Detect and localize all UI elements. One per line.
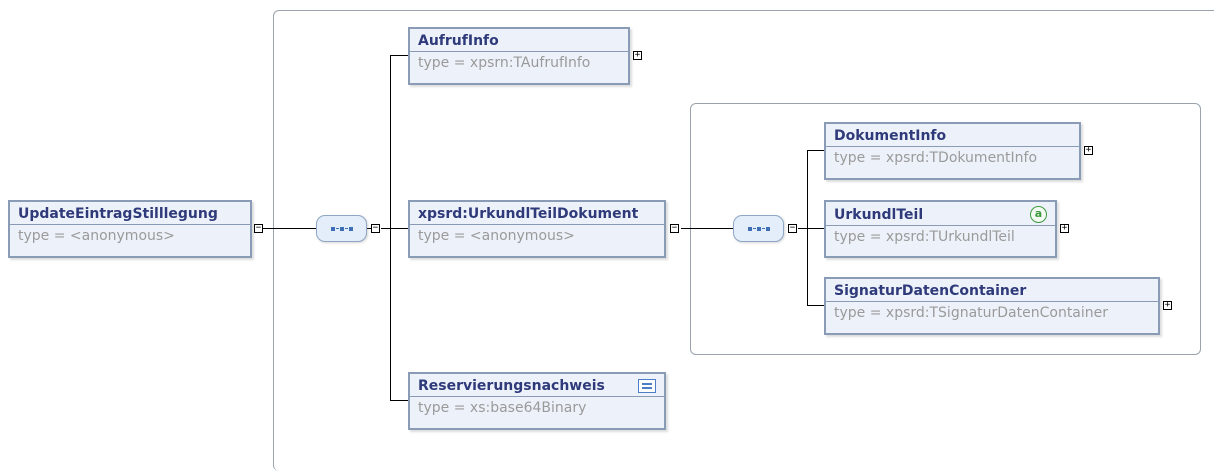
branch-to-urkundlteil <box>807 228 824 229</box>
documentation-icon[interactable] <box>638 379 656 393</box>
node-type: type = xpsrd:TSignaturDatenContainer <box>834 305 1109 321</box>
node-name: xpsrd:UrkundlTeilDokument <box>410 202 664 225</box>
expand-toggle-urkundlteil[interactable]: + <box>1060 223 1069 233</box>
collapse-toggle-sequence-1[interactable]: − <box>371 223 380 233</box>
node-type: type = <anonymous> <box>418 228 575 244</box>
sequence-icon[interactable] <box>316 215 367 242</box>
connector-dok-to-seq2 <box>681 228 733 229</box>
branch-to-reservierung <box>390 400 408 401</box>
node-reservierungsnachweis[interactable]: Reservierungsnachweis type = xs:base64Bi… <box>408 372 666 430</box>
connector-root-to-seq1 <box>263 228 316 229</box>
collapse-toggle-root[interactable]: − <box>254 223 263 233</box>
node-name: DokumentInfo <box>826 124 1079 147</box>
node-name: SignaturDatenContainer <box>826 279 1158 302</box>
node-dokumentinfo[interactable]: DokumentInfo type = xpsrd:TDokumentInfo <box>824 122 1081 180</box>
node-type: type = xpsrd:TUrkundlTeil <box>834 229 1015 245</box>
node-urkundl-teil-dokument[interactable]: xpsrd:UrkundlTeilDokument type = <anonym… <box>408 200 666 258</box>
node-name: Reservierungsnachweis <box>418 378 605 394</box>
expand-toggle-dokumentinfo[interactable]: + <box>1084 145 1093 155</box>
branch-to-dokumentinfo <box>807 150 824 151</box>
expand-toggle-aufrufinfo[interactable]: + <box>633 50 642 60</box>
node-aufrufinfo[interactable]: AufrufInfo type = xpsrn:TAufrufInfo <box>408 27 630 85</box>
sequence-group-frame-inner <box>690 103 1201 355</box>
node-urkundlteil[interactable]: UrkundlTeil a type = xpsrd:TUrkundlTeil <box>824 200 1057 258</box>
connector-seq1-toggle <box>366 228 371 229</box>
collapse-toggle-urkundl-teil-dokument[interactable]: − <box>670 223 679 233</box>
node-name: AufrufInfo <box>410 29 628 52</box>
sequence-group-frame-outer <box>273 10 1214 471</box>
node-type: type = <anonymous> <box>18 228 175 244</box>
branch-vertical-2 <box>807 150 808 305</box>
branch-to-signatur <box>807 305 824 306</box>
node-signaturdatencontainer[interactable]: SignaturDatenContainer type = xpsrd:TSig… <box>824 277 1160 335</box>
sequence-icon[interactable] <box>733 215 784 242</box>
node-type: type = xs:base64Binary <box>418 400 587 416</box>
node-name: UpdateEintragStilllegung <box>10 202 250 225</box>
connector-seq1-to-branch <box>381 228 390 229</box>
expand-toggle-signaturdatencontainer[interactable]: + <box>1163 300 1172 310</box>
attribute-icon[interactable]: a <box>1030 206 1047 223</box>
node-name-row: UrkundlTeil a <box>826 202 1055 226</box>
branch-to-aufrufinfo <box>390 55 408 56</box>
node-name-row: Reservierungsnachweis <box>410 374 664 397</box>
node-type: type = xpsrd:TDokumentInfo <box>834 150 1038 166</box>
node-type: type = xpsrn:TAufrufInfo <box>418 55 591 71</box>
connector-seq2-to-branch <box>798 228 807 229</box>
branch-vertical-1 <box>390 55 391 400</box>
node-update-eintrag-stilllegung[interactable]: UpdateEintragStilllegung type = <anonymo… <box>8 200 252 258</box>
branch-to-urkundl-dokument <box>390 228 408 229</box>
collapse-toggle-sequence-2[interactable]: − <box>788 223 797 233</box>
node-name: UrkundlTeil <box>834 206 924 223</box>
